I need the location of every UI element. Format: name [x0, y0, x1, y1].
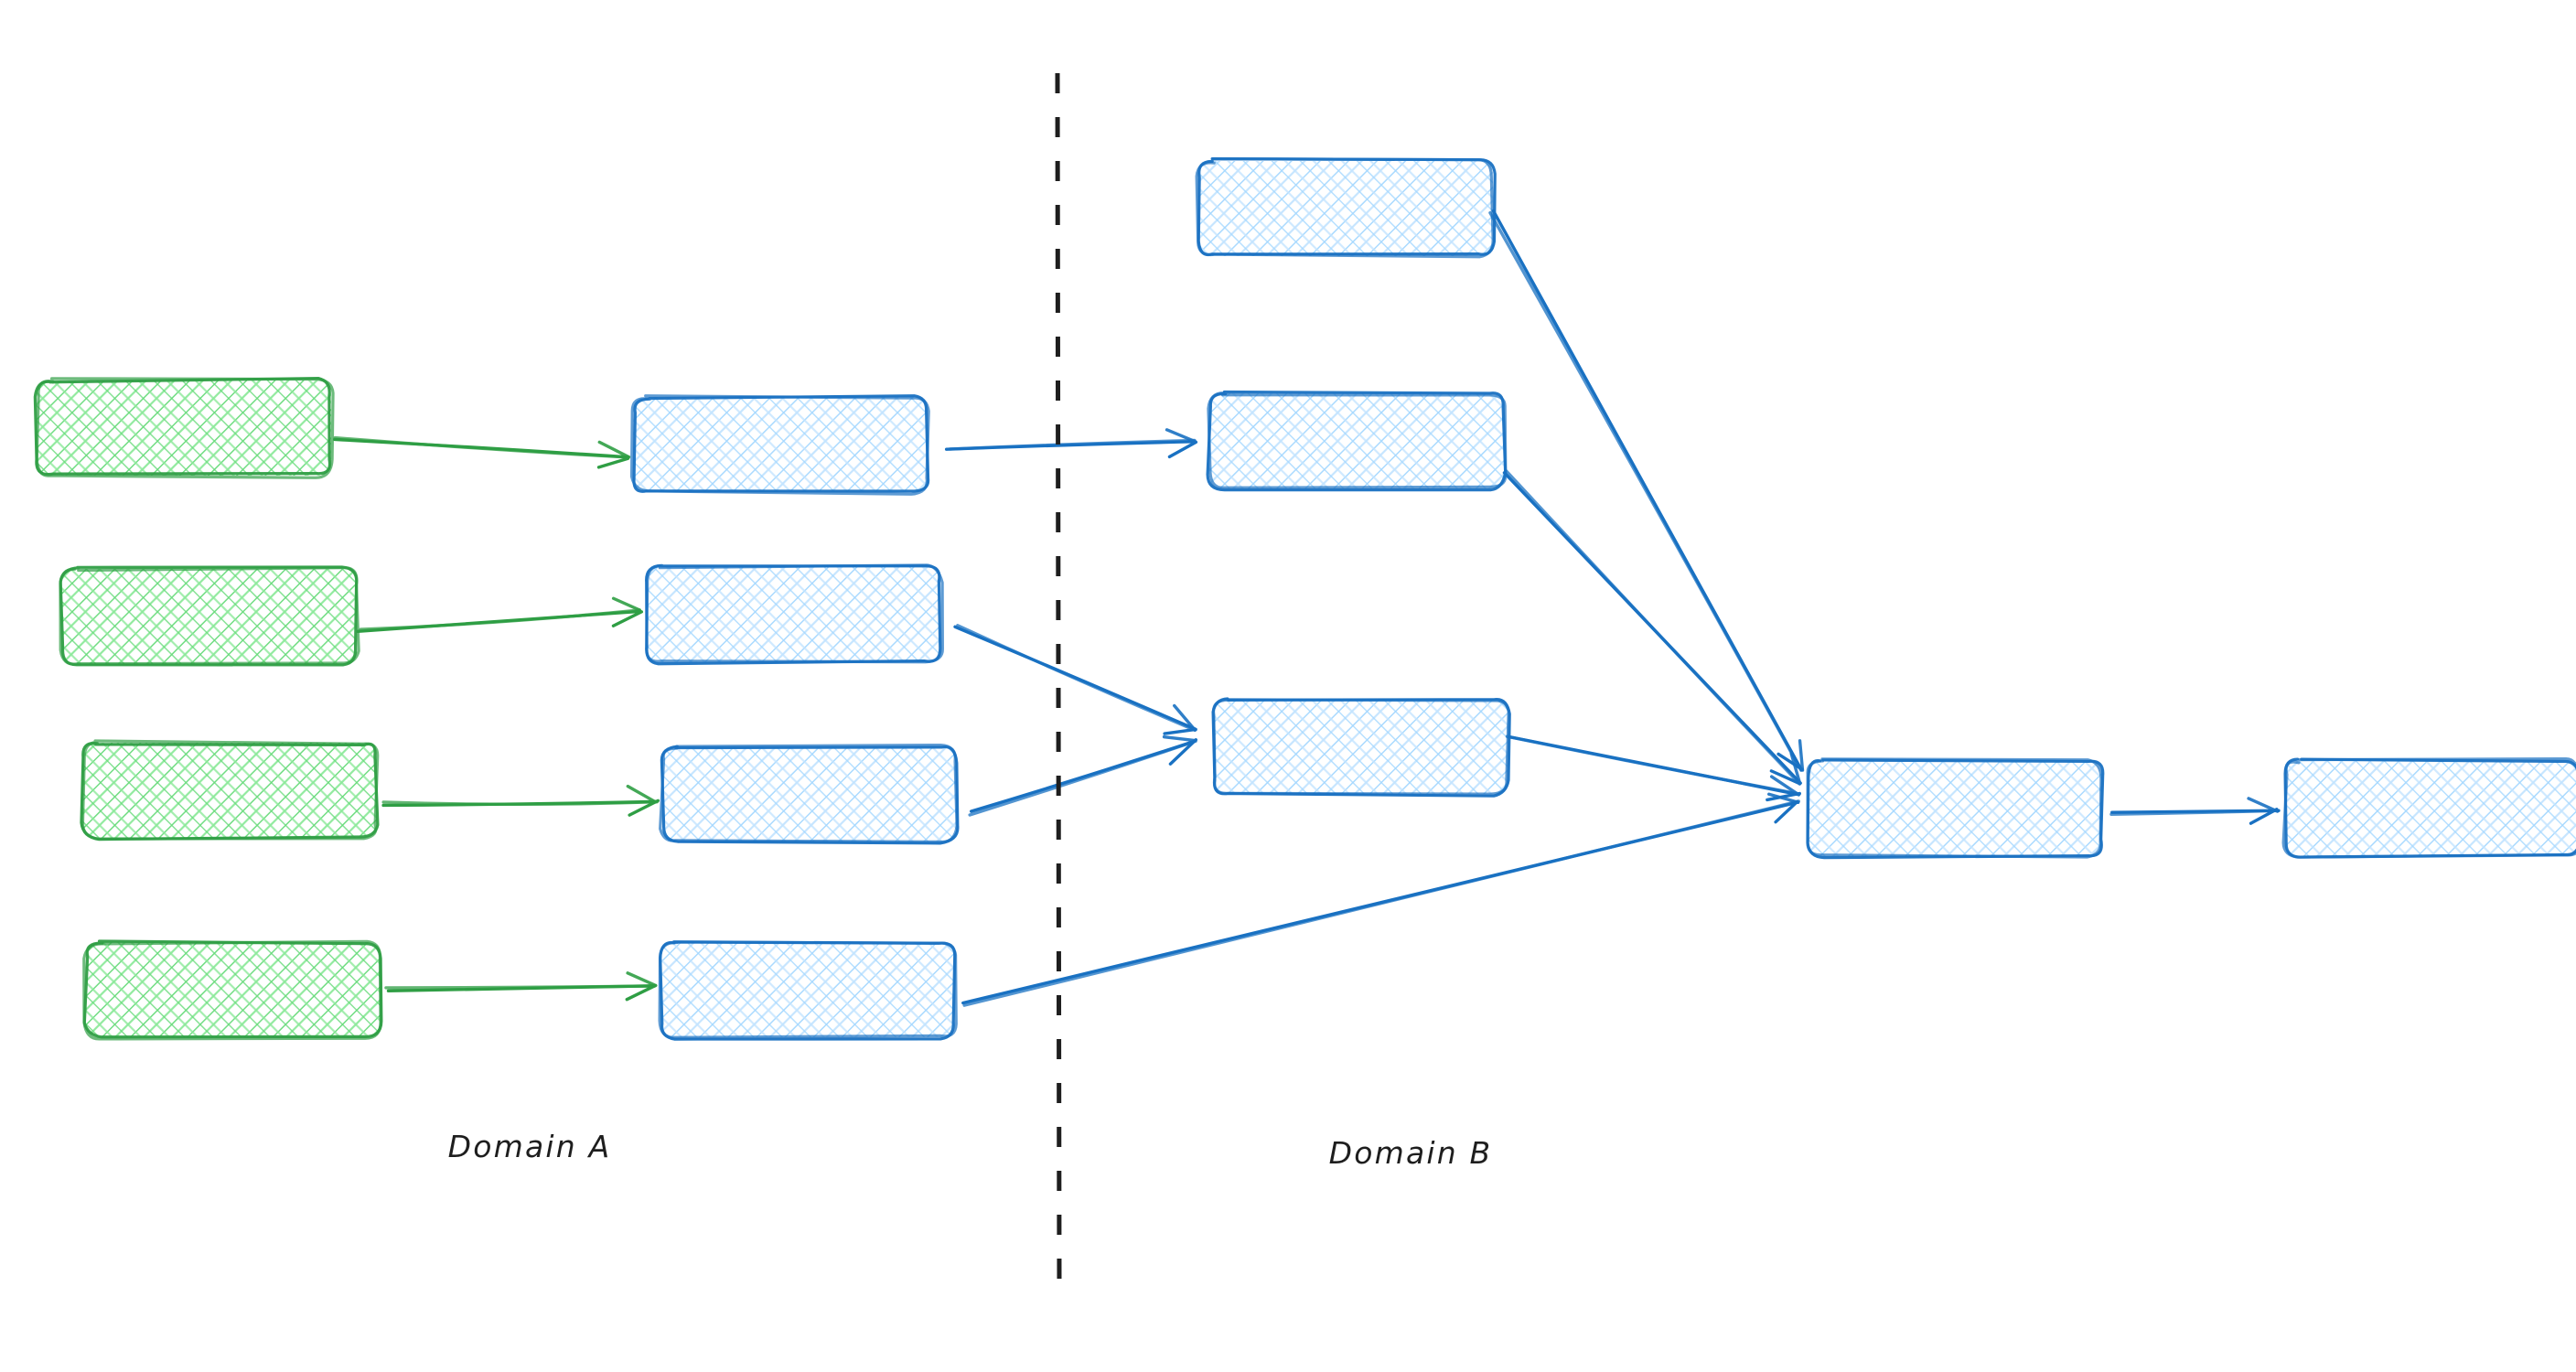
node-m4[interactable]	[658, 940, 958, 1041]
node-a2[interactable]	[59, 565, 360, 667]
domain-divider	[1055, 72, 1062, 1292]
node-c1[interactable]	[1806, 757, 2105, 860]
labels-layer: Domain A Domain B	[448, 1129, 1493, 1171]
node-b2[interactable]	[1206, 390, 1508, 492]
node-b3[interactable]	[1211, 697, 1511, 798]
node-m1[interactable]	[629, 394, 930, 496]
edge-e-a1-m1[interactable]	[333, 435, 631, 469]
node-m3[interactable]	[659, 743, 960, 845]
edge-e-m2-b3[interactable]	[953, 624, 1197, 735]
edge-e-b3-c1[interactable]	[1505, 734, 1801, 802]
node-a4[interactable]	[82, 939, 383, 1041]
domain-a-label: Domain A	[448, 1129, 612, 1164]
node-a1[interactable]	[33, 377, 335, 479]
edge-e-b1-c1[interactable]	[1488, 209, 1805, 772]
divider-layer	[1055, 72, 1062, 1292]
node-a3[interactable]	[80, 739, 380, 841]
nodes-layer	[33, 157, 2576, 1041]
edge-e-b2-c1[interactable]	[1502, 469, 1802, 786]
edge-e-m3-b3[interactable]	[968, 734, 1198, 817]
node-b1[interactable]	[1195, 157, 1497, 259]
domain-b-label: Domain B	[1329, 1135, 1493, 1171]
edge-e-m4-c1[interactable]	[961, 792, 1800, 1007]
edge-e-m1-b2[interactable]	[944, 428, 1198, 459]
node-c2[interactable]	[2281, 757, 2576, 859]
edge-e-a4-m4[interactable]	[384, 971, 658, 1002]
edge-e-a3-m3[interactable]	[381, 784, 660, 817]
edge-e-a2-m2[interactable]	[356, 596, 644, 633]
node-m2[interactable]	[645, 563, 944, 666]
edge-e-c1-c2[interactable]	[2109, 797, 2281, 825]
edges-layer	[333, 209, 2281, 1007]
